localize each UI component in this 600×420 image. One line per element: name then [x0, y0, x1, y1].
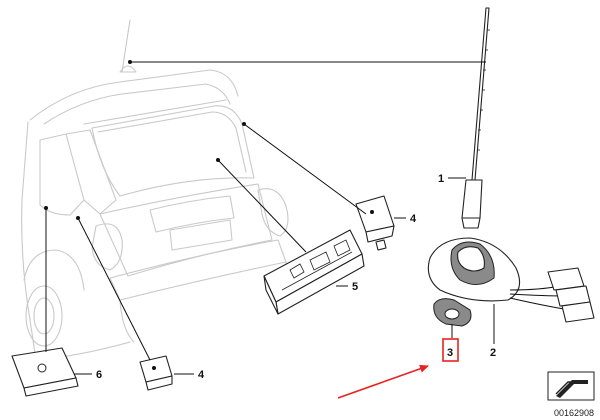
control-unit	[11, 347, 79, 397]
callout-3-highlight	[442, 338, 459, 362]
callout-4-lower: 4	[198, 369, 205, 381]
callout-1: 1	[438, 173, 444, 185]
callout-3: 3	[447, 347, 453, 359]
callout-4-upper: 4	[410, 213, 417, 225]
diagram-number: 00162908	[553, 408, 594, 418]
callout-5: 5	[352, 281, 358, 293]
callout-6: 6	[96, 369, 102, 381]
leader-lines	[44, 60, 495, 375]
corner-arrow-icon[interactable]	[547, 371, 595, 401]
antenna-base	[427, 237, 595, 323]
callout-2: 2	[490, 347, 496, 359]
amplifier-lower	[139, 355, 173, 391]
red-arrow-icon	[337, 364, 429, 399]
car-outline	[21, 19, 289, 361]
antenna-mast	[461, 7, 490, 229]
gasket-part	[433, 298, 472, 327]
amplifier-upper	[355, 195, 395, 251]
tuner-module	[263, 229, 365, 315]
